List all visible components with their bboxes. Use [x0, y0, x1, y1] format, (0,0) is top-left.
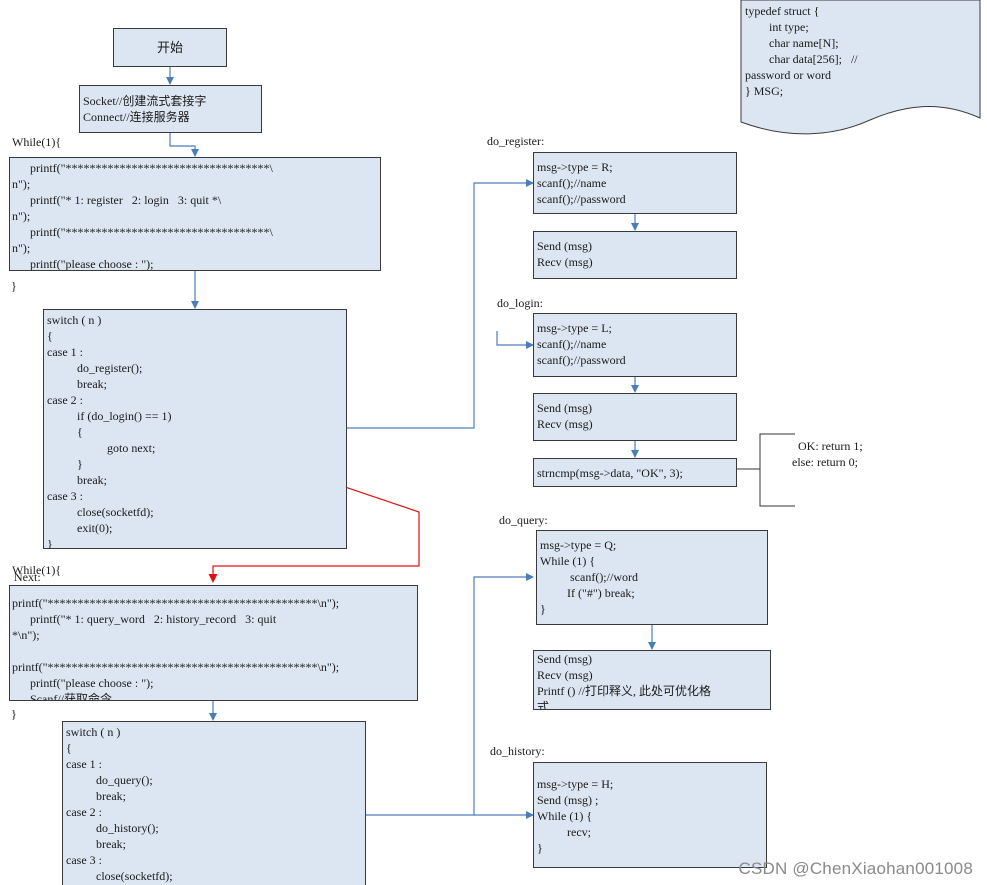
do-login-input-box: msg->type = L; scanf();//name scanf();//… [533, 313, 737, 377]
start-label: 开始 [156, 39, 183, 55]
csdn-watermark: CSDN @ChenXiaohan001008 [738, 859, 973, 878]
msg-struct-text: typedef struct { int type; char name[N];… [745, 4, 858, 98]
loop1-header: While(1){ [12, 135, 62, 149]
start-node: 开始 [113, 28, 227, 67]
note-bracket [737, 433, 795, 470]
msg-struct-note: typedef struct { int type; char name[N];… [741, 0, 980, 136]
loop2-next-label: Next: [14, 570, 41, 584]
switch2-box: switch ( n ) { case 1 : do_query(); brea… [62, 721, 366, 885]
do-register-input-box: msg->type = R; scanf();//name scanf();//… [533, 152, 737, 214]
do-register-send-box: Send (msg) Recv (msg) [533, 231, 737, 279]
loop2-close: } [11, 707, 17, 721]
struct-document-shape [740, 0, 981, 135]
arrow-entry-login [496, 331, 534, 349]
do-history-box: msg->type = H; Send (msg) ; While (1) { … [533, 762, 767, 868]
do-login-label: do_login: [497, 296, 544, 310]
do-query-input-box: msg->type = Q; While (1) { scanf();//wor… [536, 530, 768, 625]
loop1-close: } [11, 279, 17, 293]
do-login-return-note: OK: return 1; else: return 0; [792, 439, 863, 469]
do-login-strncmp-box: strncmp(msg->data, "OK", 3); [533, 458, 737, 487]
loop2-header: While(1){ [12, 563, 62, 577]
do-login-send-box: Send (msg) Recv (msg) [533, 393, 737, 441]
arrow-switch2-to-query [366, 573, 534, 816]
arrow-goto-next [208, 444, 420, 583]
do-history-label: do_history: [490, 744, 545, 758]
arrow-switch1-to-register [347, 179, 534, 429]
do-register-label: do_register: [487, 134, 545, 148]
loop2-menu-box: printf("********************************… [9, 585, 418, 701]
do-query-label: do_query: [499, 513, 548, 527]
arrow-socket-to-loop1 [169, 133, 199, 157]
switch1-box: switch ( n ) { case 1 : do_register(); b… [43, 309, 347, 549]
loop1-menu-box: printf("********************************… [9, 157, 381, 271]
socket-connect-box: Socket//创建流式套接字 Connect//连接服务器 [79, 85, 262, 133]
do-query-send-box: Send (msg) Recv (msg) Printf () //打印释义, … [533, 650, 771, 710]
